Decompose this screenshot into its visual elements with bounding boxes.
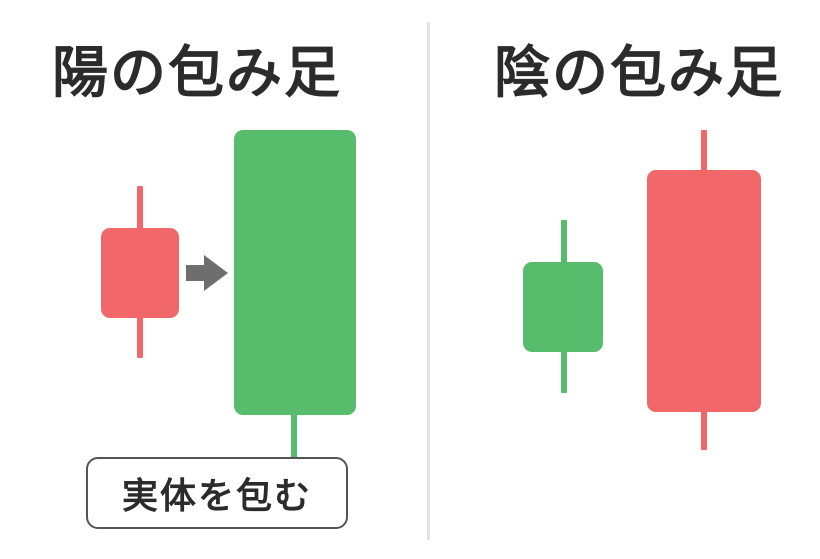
candle-body [101, 228, 179, 318]
candle-body [647, 170, 761, 412]
candle-body [523, 262, 603, 352]
candle-wick [291, 400, 297, 458]
candle-body [234, 130, 356, 415]
right-arrow-icon [186, 255, 228, 291]
engulf-body-callout: 実体を包む [86, 457, 348, 529]
bearish-engulfing-title: 陰の包み足 [494, 41, 784, 106]
panel-divider [427, 22, 430, 540]
bullish-engulfing-panel: 陽の包み足 実体を包む [52, 41, 356, 529]
bullish-engulfing-title: 陽の包み足 [52, 41, 342, 106]
bearish-engulfing-panel: 陰の包み足 [432, 0, 820, 559]
arrow-shape [186, 255, 228, 291]
